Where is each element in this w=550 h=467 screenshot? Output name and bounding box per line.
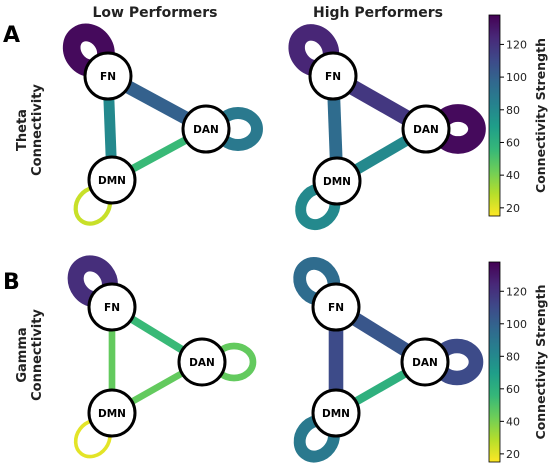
column-title: High Performers [313, 5, 443, 21]
node-fn: FN [311, 282, 361, 332]
colorbar-label: Connectivity Strength [533, 285, 548, 440]
network-b-high: FN DAN DMN [293, 257, 484, 463]
node-label: DMN [98, 175, 126, 187]
node-circle [83, 51, 133, 101]
colorbar: 20 40 60 80 100 120 Connectivity Strength [488, 261, 548, 463]
node-circle [308, 51, 358, 101]
node-fn: FN [308, 51, 358, 101]
colorbar-gradient [488, 261, 501, 463]
network-a-low: FN DAN DMN [62, 23, 263, 226]
node-label: DAN [412, 357, 438, 369]
column-title: Low Performers [93, 5, 218, 21]
row-label-line: Connectivity [30, 309, 45, 401]
node-label: DMN [323, 176, 351, 188]
colorbar: 20 40 60 80 100 120 Connectivity Strength [488, 14, 548, 217]
node-label: DAN [189, 357, 215, 369]
node-circle [87, 155, 137, 205]
node-circle [401, 104, 451, 154]
colorbar-tick-label: 100 [506, 71, 527, 84]
colorbar-tick-label: 60 [506, 383, 520, 396]
node-dmn: DMN [311, 388, 361, 438]
colorbar-tick-label: 40 [506, 169, 520, 182]
node-dmn: DMN [312, 156, 362, 206]
row-label-line: Gamma [15, 327, 30, 382]
colorbar-tick-label: 120 [506, 285, 527, 298]
network-a-high: FN DAN DMN [288, 24, 486, 231]
node-dan: DAN [177, 337, 227, 387]
colorbar-tick-label: 40 [506, 415, 520, 428]
row-label-line: Theta [15, 109, 30, 151]
colorbar-tick-label: 20 [506, 448, 520, 461]
network-b-low: FN DAN DMN [67, 255, 257, 459]
node-fn: FN [83, 51, 133, 101]
node-label: DAN [193, 124, 219, 136]
node-fn: FN [87, 282, 137, 332]
node-dan: DAN [400, 337, 450, 387]
node-circle [87, 282, 137, 332]
node-circle [181, 104, 231, 154]
colorbar-label: Connectivity Strength [533, 38, 548, 193]
colorbar-tick-label: 20 [506, 202, 520, 215]
node-circle [400, 337, 450, 387]
node-label: FN [325, 71, 341, 83]
node-label: FN [100, 71, 116, 83]
node-circle [312, 156, 362, 206]
node-circle [311, 282, 361, 332]
node-label: FN [104, 302, 120, 314]
colorbar-tick-label: 120 [506, 38, 527, 51]
colorbar-tick-label: 60 [506, 136, 520, 149]
node-label: DMN [98, 408, 126, 420]
panel-letter-a: A [3, 23, 20, 48]
node-circle [311, 388, 361, 438]
node-label: DMN [322, 408, 350, 420]
node-dan: DAN [181, 104, 231, 154]
node-label: FN [328, 302, 344, 314]
colorbar-tick-label: 80 [506, 104, 520, 117]
row-label-line: Connectivity [30, 84, 45, 176]
node-dmn: DMN [87, 155, 137, 205]
colorbar-tick-label: 100 [506, 318, 527, 331]
colorbar-tick-label: 80 [506, 350, 520, 363]
node-dan: DAN [401, 104, 451, 154]
node-circle [177, 337, 227, 387]
node-label: DAN [413, 124, 439, 136]
panel-letter-b: B [3, 270, 20, 295]
node-circle [87, 388, 137, 438]
node-dmn: DMN [87, 388, 137, 438]
colorbar-gradient [488, 14, 501, 217]
